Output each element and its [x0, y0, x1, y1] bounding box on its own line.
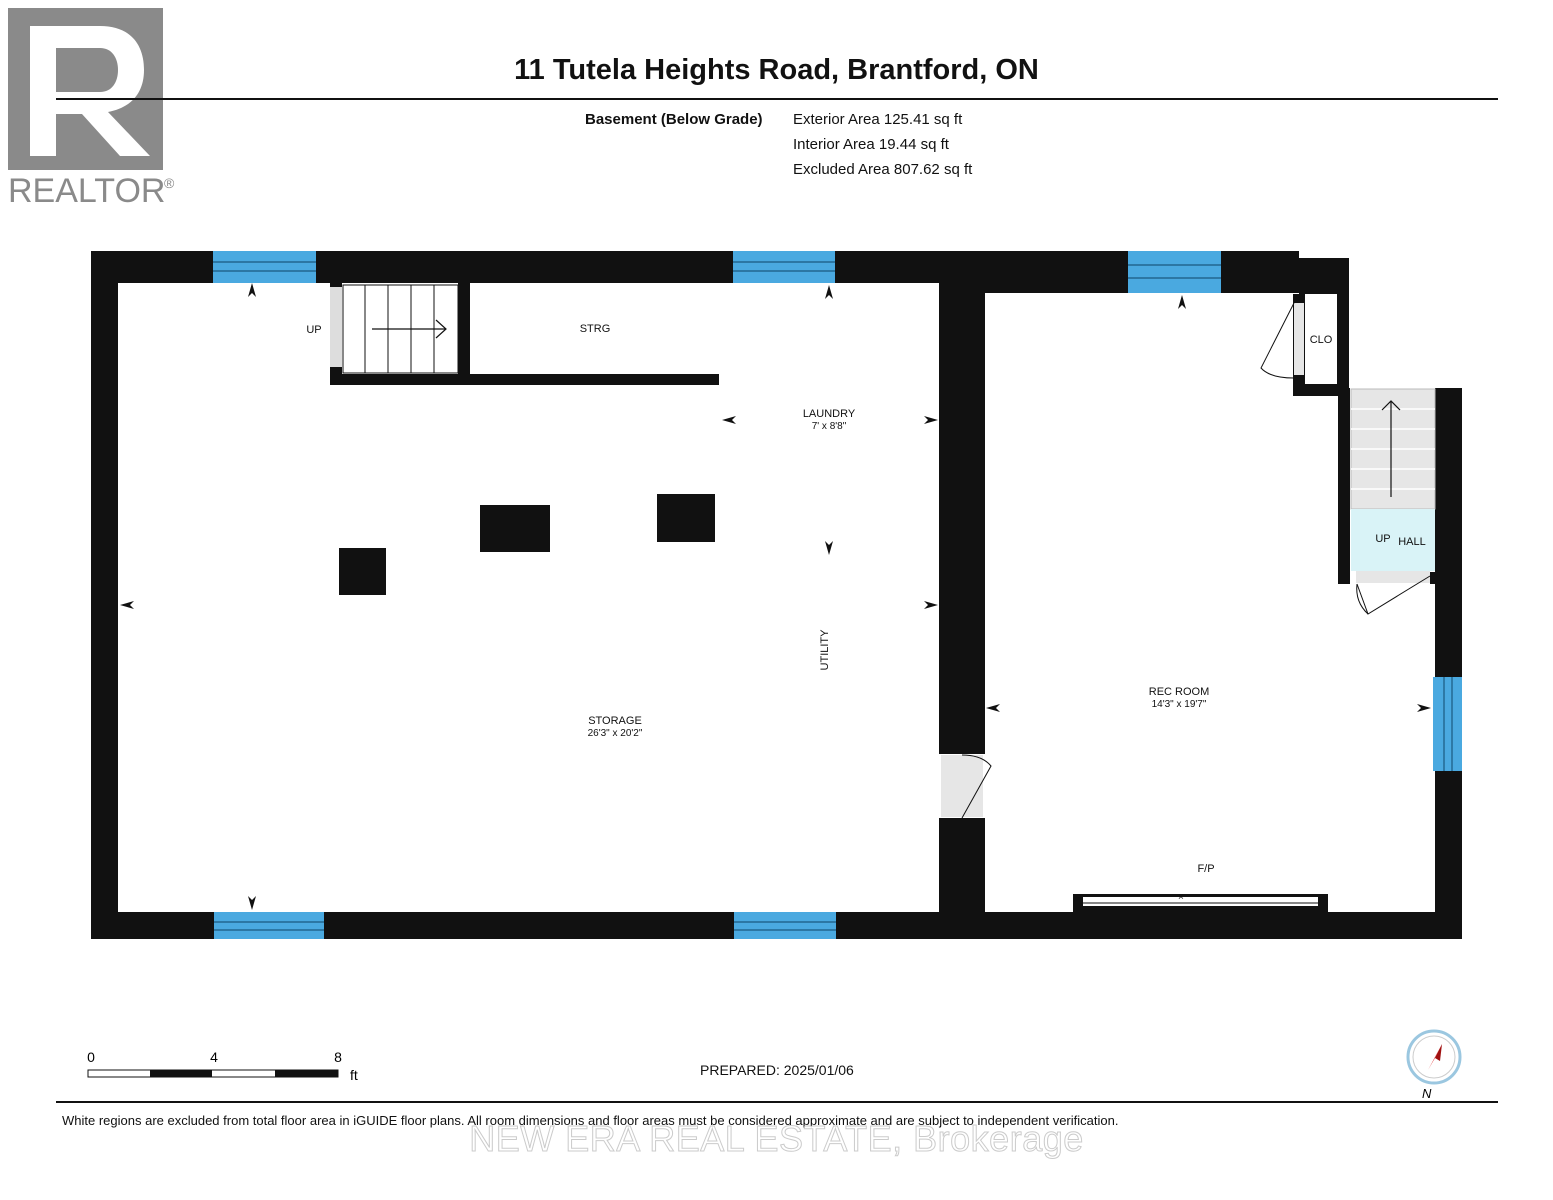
prepared-date: PREPARED: 2025/01/06: [700, 1062, 854, 1078]
hall-area: [1351, 509, 1435, 571]
wall-hall-corner: [1430, 572, 1438, 584]
clo-label: CLO: [1310, 334, 1333, 346]
storage-label: STORAGE: [588, 715, 642, 727]
scale-tick-0: 0: [87, 1049, 95, 1065]
stairs-left: [330, 284, 459, 374]
fireplace-marker: ×: [1178, 892, 1184, 903]
disclaimer-text: White regions are excluded from total fl…: [62, 1113, 1119, 1128]
fireplace-label: F/P: [1197, 863, 1214, 875]
floor-label: Basement (Below Grade): [585, 111, 763, 128]
hall-label: HALL: [1398, 536, 1426, 548]
compass-north-label: N: [1422, 1086, 1432, 1100]
logo-text: REALTOR: [8, 172, 165, 208]
window-top-2: [733, 251, 835, 283]
compass-icon: N: [1406, 1029, 1462, 1100]
laundry-dims: 7' x 8'8": [812, 421, 847, 432]
wall-right: [1435, 388, 1462, 939]
wall-strg-left: [458, 283, 470, 378]
windows: [213, 251, 1462, 939]
utility-label: UTILITY: [819, 629, 831, 671]
scale-unit: ft: [350, 1067, 358, 1083]
laundry-label: LAUNDRY: [803, 408, 856, 420]
rec-room-dims: 14'3" x 19'7": [1152, 699, 1207, 710]
interior-area: Interior Area 19.44 sq ft: [793, 136, 949, 153]
strg-label: STRG: [580, 323, 611, 335]
wall-middle-lower: [939, 818, 985, 918]
wall-middle-upper: [939, 251, 985, 754]
page-title: 11 Tutela Heights Road, Brantford, ON: [514, 54, 1039, 86]
window-bottom-2: [734, 912, 836, 939]
window-right: [1433, 677, 1462, 771]
column-2: [480, 505, 550, 552]
fireplace: ×: [1073, 892, 1328, 912]
scale-tick-8: 8: [334, 1049, 342, 1065]
window-top-3: [1128, 251, 1221, 293]
walls: [91, 251, 1462, 939]
wall-clo-right: [1337, 258, 1349, 396]
up-left-label: UP: [306, 324, 321, 336]
scale-tick-4: 4: [210, 1049, 218, 1065]
column-1: [339, 548, 386, 595]
column-3: [657, 494, 715, 542]
wall-stair-left: [1338, 388, 1350, 584]
window-bottom-1: [214, 912, 324, 939]
exterior-area: Exterior Area 125.41 sq ft: [793, 111, 963, 128]
realtor-logo: REALTOR ®: [8, 8, 175, 208]
wall-clo-bottom: [1293, 384, 1349, 396]
wall-strg-bottom: [330, 374, 719, 385]
rec-room-label: REC ROOM: [1149, 686, 1210, 698]
dimension-markers: [120, 283, 1431, 910]
storage-dims: 26'3" x 20'2": [588, 728, 643, 739]
footer-rule: [56, 1101, 1498, 1103]
wall-left: [91, 251, 118, 939]
excluded-area: Excluded Area 807.62 sq ft: [793, 161, 973, 178]
window-top-1: [213, 251, 316, 283]
up-right-label: UP: [1375, 533, 1390, 545]
scale-bar: 0 4 8 ft: [87, 1049, 358, 1083]
logo-r-mark: [30, 26, 150, 156]
stairs-right: [1350, 388, 1436, 583]
header-rule: [56, 98, 1498, 100]
logo-registered-mark: ®: [164, 175, 175, 191]
doors: [941, 302, 1431, 819]
brokerage-watermark: NEW ERA REAL ESTATE, Brokerage: [469, 1118, 1084, 1160]
